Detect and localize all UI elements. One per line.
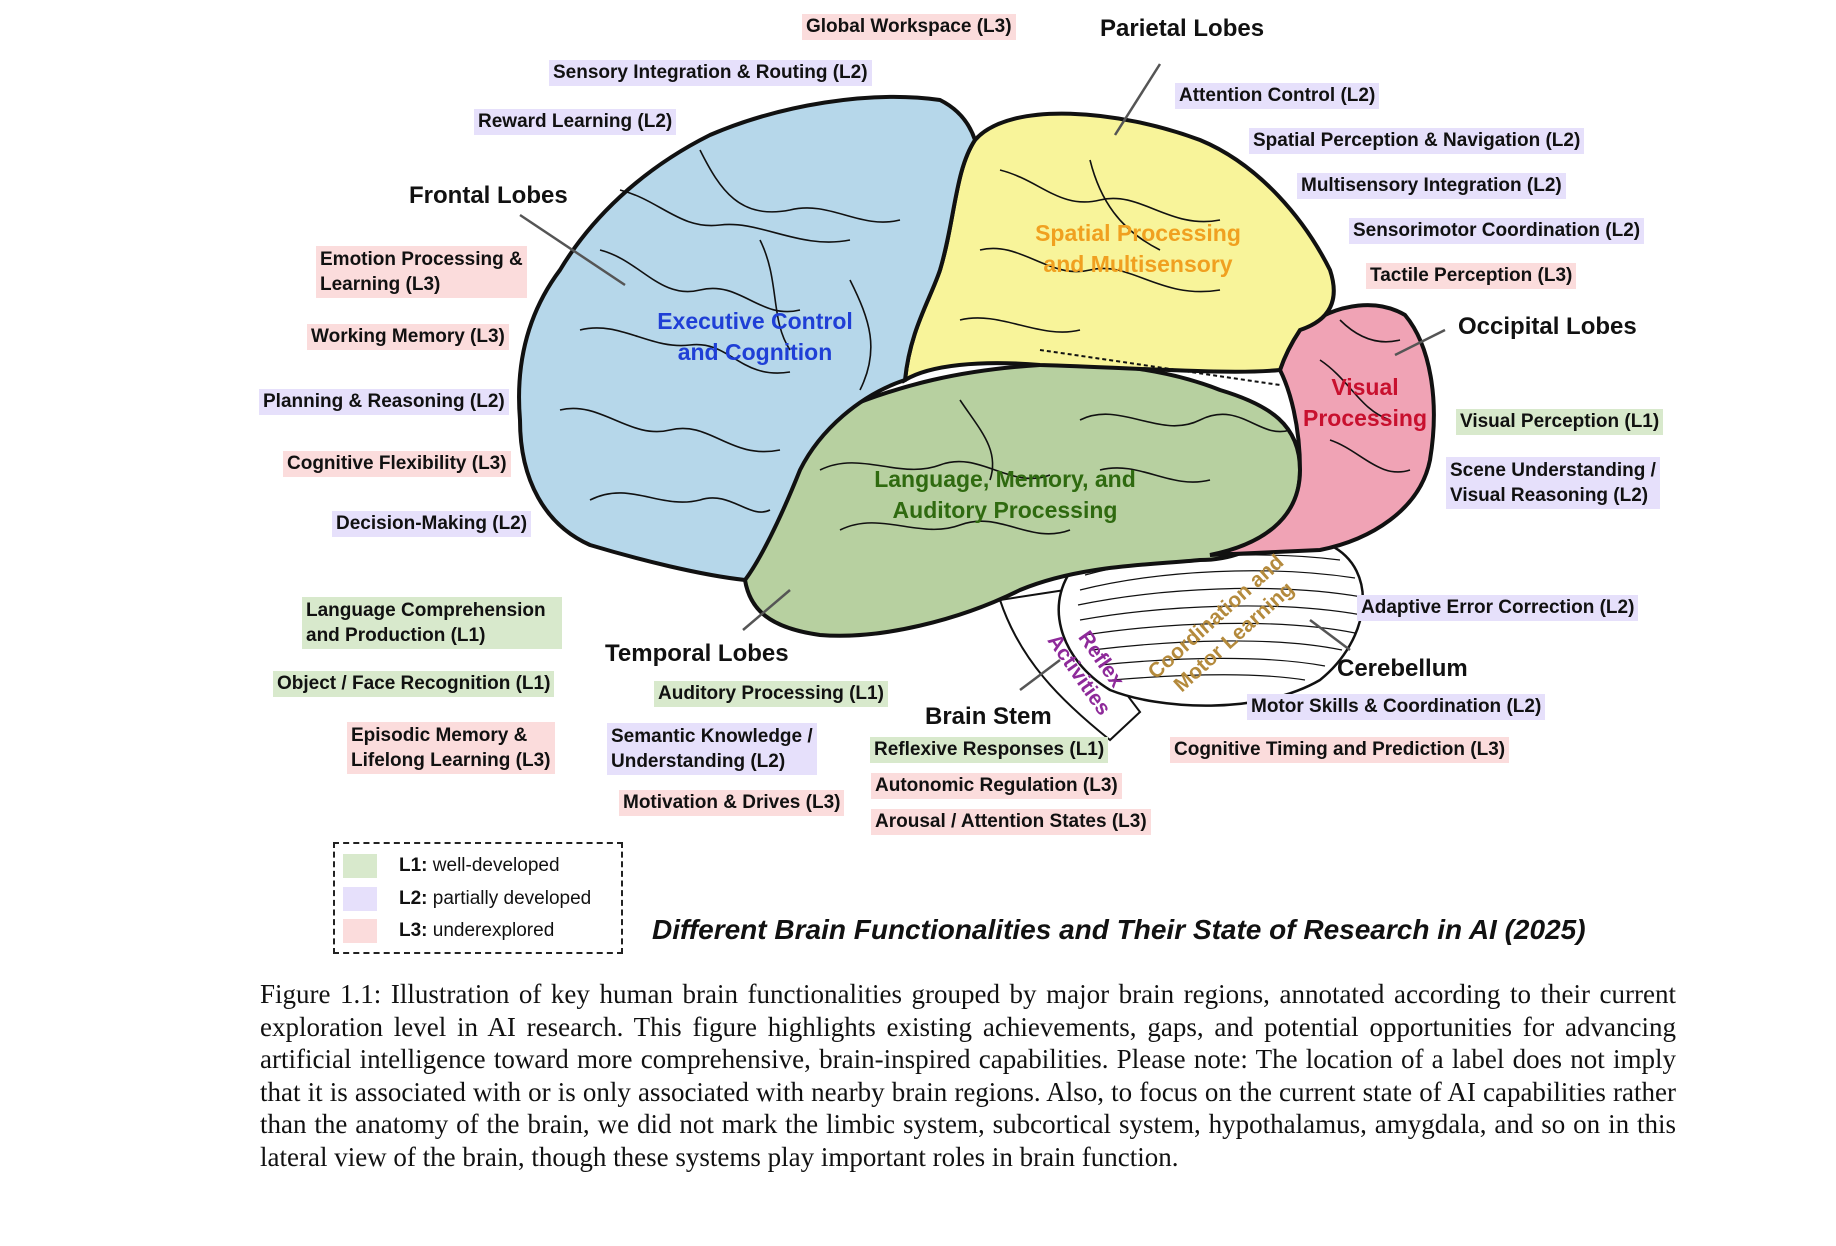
- label-multisensory-integration: Multisensory Integration (L2): [1297, 173, 1566, 199]
- brain-figure: Frontal Lobes Parietal Lobes Occipital L…: [259, 14, 1664, 954]
- occipital-lobe-shape: [1209, 303, 1436, 557]
- region-label-temporal: Temporal Lobes: [605, 640, 789, 667]
- label-scene-line2: Visual Reasoning (L2): [1450, 485, 1649, 506]
- inner-label-parietal-line2: and Multisensory: [1043, 251, 1233, 277]
- label-emotion-line2: Learning (L3): [320, 274, 441, 295]
- gyri-lines: [559, 149, 1411, 535]
- inner-label-frontal-line2: and Cognition: [677, 339, 833, 365]
- inner-label-frontal-line1: Executive Control: [657, 308, 853, 334]
- inner-label-occipital-line1: Visual: [1331, 374, 1399, 400]
- inner-label-occipital: Visual Processing: [1290, 372, 1440, 434]
- label-attention-control: Attention Control (L2): [1175, 83, 1380, 109]
- label-arousal-attention: Arousal / Attention States (L3): [871, 809, 1151, 835]
- label-autonomic-regulation: Autonomic Regulation (L3): [871, 773, 1122, 799]
- region-label-parietal: Parietal Lobes: [1100, 15, 1265, 42]
- label-motivation-drives: Motivation & Drives (L3): [619, 790, 845, 816]
- brain-illustration: [517, 63, 1446, 742]
- label-semantic-line2: Understanding (L2): [611, 751, 786, 772]
- label-adaptive-error-correction: Adaptive Error Correction (L2): [1357, 595, 1639, 621]
- region-label-occipital: Occipital Lobes: [1458, 313, 1637, 340]
- label-episodic-line1: Episodic Memory &: [351, 725, 528, 746]
- label-language-comprehension: Language Comprehension and Production (L…: [302, 597, 562, 649]
- label-motor-skills: Motor Skills & Coordination (L2): [1247, 694, 1546, 720]
- inner-label-occipital-line2: Processing: [1303, 405, 1427, 431]
- label-sensorimotor-coordination: Sensorimotor Coordination (L2): [1349, 218, 1645, 244]
- label-spatial-perception: Spatial Perception & Navigation (L2): [1249, 128, 1585, 154]
- label-sensory-integration: Sensory Integration & Routing (L2): [549, 60, 872, 86]
- inner-label-temporal-line1: Language, Memory, and: [874, 466, 1136, 492]
- label-language-line2: and Production (L1): [306, 625, 486, 646]
- label-visual-perception: Visual Perception (L1): [1456, 409, 1664, 435]
- label-language-line1: Language Comprehension: [306, 600, 546, 621]
- legend-swatch-l3: [343, 919, 377, 943]
- frontal-lobe-shape: [517, 94, 978, 583]
- legend-text-l2: L2: partially developed: [399, 888, 592, 909]
- label-episodic-line2: Lifelong Learning (L3): [351, 750, 551, 771]
- label-cognitive-timing: Cognitive Timing and Prediction (L3): [1170, 737, 1510, 763]
- inner-label-frontal: Executive Control and Cognition: [640, 306, 870, 368]
- legend: L1: well-developed L2: partially develop…: [333, 842, 623, 954]
- legend-text-l3: L3: underexplored: [399, 920, 555, 941]
- label-auditory-processing: Auditory Processing (L1): [654, 681, 888, 707]
- legend-text-l1: L1: well-developed: [399, 855, 560, 876]
- figure-title: Different Brain Functionalities and Thei…: [652, 914, 1586, 945]
- inner-label-parietal-line1: Spatial Processing: [1035, 220, 1241, 246]
- label-planning-reasoning: Planning & Reasoning (L2): [259, 389, 509, 415]
- label-scene-line1: Scene Understanding /: [1450, 460, 1656, 481]
- figure-caption: Figure 1.1: Illustration of key human br…: [260, 979, 1676, 1172]
- label-decision-making: Decision-Making (L2): [332, 511, 532, 537]
- inner-label-parietal: Spatial Processing and Multisensory: [1018, 218, 1258, 280]
- label-semantic-knowledge: Semantic Knowledge / Understanding (L2): [607, 723, 817, 775]
- region-label-frontal: Frontal Lobes: [409, 182, 568, 209]
- legend-swatch-l2: [343, 887, 377, 911]
- label-scene-understanding: Scene Understanding / Visual Reasoning (…: [1446, 457, 1660, 509]
- label-reward-learning: Reward Learning (L2): [474, 109, 677, 135]
- label-tactile-perception: Tactile Perception (L3): [1366, 263, 1577, 289]
- region-label-cerebellum: Cerebellum: [1337, 655, 1468, 682]
- region-label-brainstem: Brain Stem: [925, 703, 1052, 730]
- label-global-workspace: Global Workspace (L3): [802, 14, 1016, 40]
- label-emotion-line1: Emotion Processing &: [320, 249, 523, 270]
- label-object-face-recognition: Object / Face Recognition (L1): [273, 671, 555, 697]
- label-episodic-memory: Episodic Memory & Lifelong Learning (L3): [347, 722, 555, 774]
- leader-lines: [519, 63, 1446, 691]
- inner-label-temporal-line2: Auditory Processing: [892, 497, 1118, 523]
- label-working-memory: Working Memory (L3): [307, 324, 509, 350]
- label-emotion-processing: Emotion Processing & Learning (L3): [316, 246, 527, 298]
- label-cognitive-flexibility: Cognitive Flexibility (L3): [283, 451, 511, 477]
- inner-label-temporal: Language, Memory, and Auditory Processin…: [855, 464, 1155, 526]
- legend-swatch-l1: [343, 854, 377, 878]
- parietal-temporal-divider: [1039, 349, 1281, 386]
- label-semantic-line1: Semantic Knowledge /: [611, 726, 813, 747]
- label-reflexive-responses: Reflexive Responses (L1): [870, 737, 1109, 763]
